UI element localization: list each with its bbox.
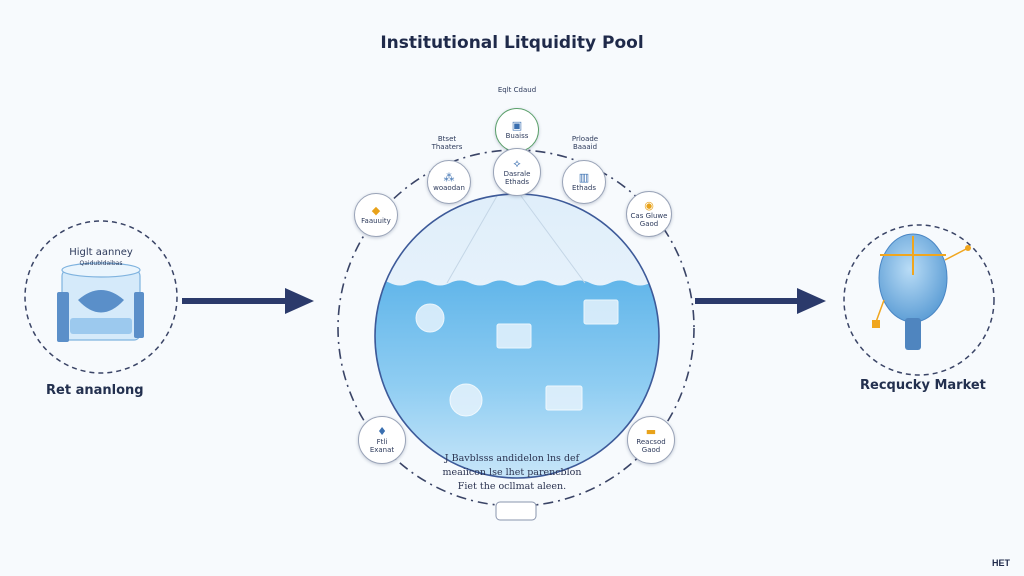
right-node <box>843 224 995 376</box>
drop-icon: ♦ <box>377 425 387 438</box>
upper-left-side-label: Btset Thaaters <box>431 135 463 151</box>
pool-caption-line: meaiicon lse lhet parencblon <box>442 467 582 478</box>
badge-upper-center-label: Dasrale Ethads <box>503 170 531 186</box>
corner-watermark: HET <box>992 558 1010 568</box>
pool-caption-line: J Bavblsss andidelon lns def <box>444 453 580 464</box>
chip-icon: ▣ <box>511 119 523 132</box>
coin-icon: ◆ <box>371 204 381 217</box>
pool-water <box>375 280 659 478</box>
pool-caption-line: Fiet the ocllmat aleen. <box>457 481 567 492</box>
badge-top[interactable]: ▣ Buaiss <box>495 108 539 152</box>
badge-top-label: Buaiss <box>505 132 529 140</box>
floating-icon <box>545 385 583 411</box>
left-arrow <box>182 288 314 314</box>
diagram-title: Institutional Litquidity Pool <box>380 33 644 53</box>
gold-coin-icon: ◉ <box>644 199 654 212</box>
pool-caption: J Bavblsss andidelon lns def meaiicon ls… <box>412 452 612 494</box>
left-node-title: Higlt aanney <box>69 247 133 258</box>
badge-left-label: Faauuity <box>361 217 391 225</box>
left-node <box>24 220 178 374</box>
right-dashed-ring <box>843 224 995 376</box>
left-dashed-ring <box>24 220 178 374</box>
badge-upper-left[interactable]: ⁂ woaodan <box>427 160 471 204</box>
right-node-label: Recqucky Market <box>860 378 986 393</box>
badge-upper-right[interactable]: ▥ Ethads <box>562 160 606 204</box>
left-node-label: Ret ananlong <box>46 383 144 398</box>
data-container-icon <box>57 262 144 342</box>
badge-upper-left-label: woaodan <box>433 184 465 192</box>
pool-stand-icon <box>495 501 537 521</box>
badge-right[interactable]: ◉ Cas Gluwe Gaod <box>626 191 672 237</box>
top-badge-label: Eqlt Cdaud <box>497 86 537 94</box>
document-icon: ▬ <box>645 425 657 438</box>
badge-right-label: Cas Gluwe Gaod <box>630 212 668 228</box>
badge-bottom-left[interactable]: ♦ Ftli Exanat <box>358 416 406 464</box>
badge-bottom-right-label: Reacsod Gaod <box>636 438 666 454</box>
ai-head-icon <box>872 233 971 350</box>
upper-right-side-label: Prloade Baaaid <box>571 135 599 151</box>
floating-icon <box>449 383 483 417</box>
badge-bottom-right[interactable]: ▬ Reacsod Gaod <box>627 416 675 464</box>
badge-left[interactable]: ◆ Faauuity <box>354 193 398 237</box>
right-arrow <box>695 288 826 314</box>
floating-icon <box>415 303 445 333</box>
network-icon: ⁂ <box>443 171 455 184</box>
graph-icon: ⟡ <box>513 157 521 170</box>
left-node-subtitle: Qaidubldaibas <box>79 260 123 267</box>
building-icon: ▥ <box>578 171 590 184</box>
badge-upper-center[interactable]: ⟡ Dasrale Ethads <box>493 148 541 196</box>
badge-bottom-left-label: Ftli Exanat <box>369 438 395 454</box>
liquidity-pool <box>337 149 695 521</box>
floating-icon <box>496 323 532 349</box>
floating-icon <box>583 299 619 325</box>
badge-upper-right-label: Ethads <box>572 184 596 192</box>
